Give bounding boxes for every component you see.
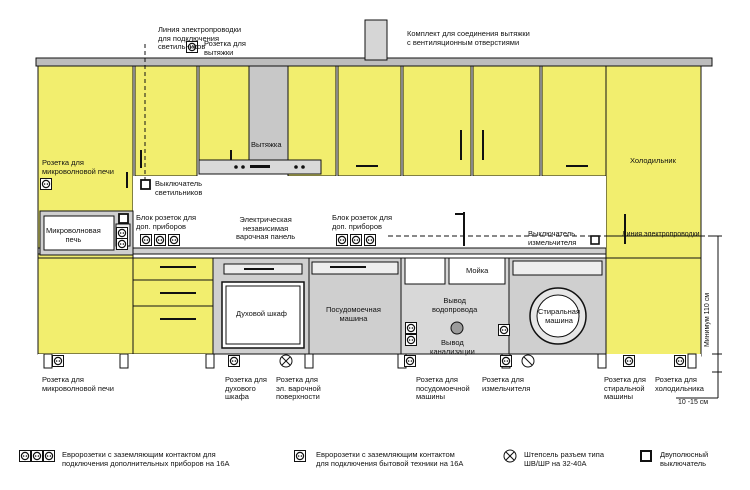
plug-connector-hob: [279, 354, 293, 368]
height-min-label: Минимум 110 см: [704, 292, 711, 347]
fridge-label: Холодильник: [630, 156, 676, 165]
countertop: [37, 247, 607, 255]
base-cabinets: [37, 257, 702, 357]
upper-cabinets: [37, 65, 702, 357]
light-switch-icon: [140, 179, 151, 190]
legend-icons: [19, 449, 652, 463]
oven-label: Духовой шкаф: [236, 309, 287, 318]
gap-label: 10 -15 см: [678, 399, 709, 406]
sink-label: Мойка: [466, 266, 489, 275]
vent-duct: [364, 19, 388, 61]
hood-label: Вытяжка: [251, 140, 282, 149]
wiring-line-label: Линия электропроводки: [622, 231, 700, 238]
disposer-switch-icon: [590, 235, 600, 245]
switch-icon: [118, 213, 129, 224]
